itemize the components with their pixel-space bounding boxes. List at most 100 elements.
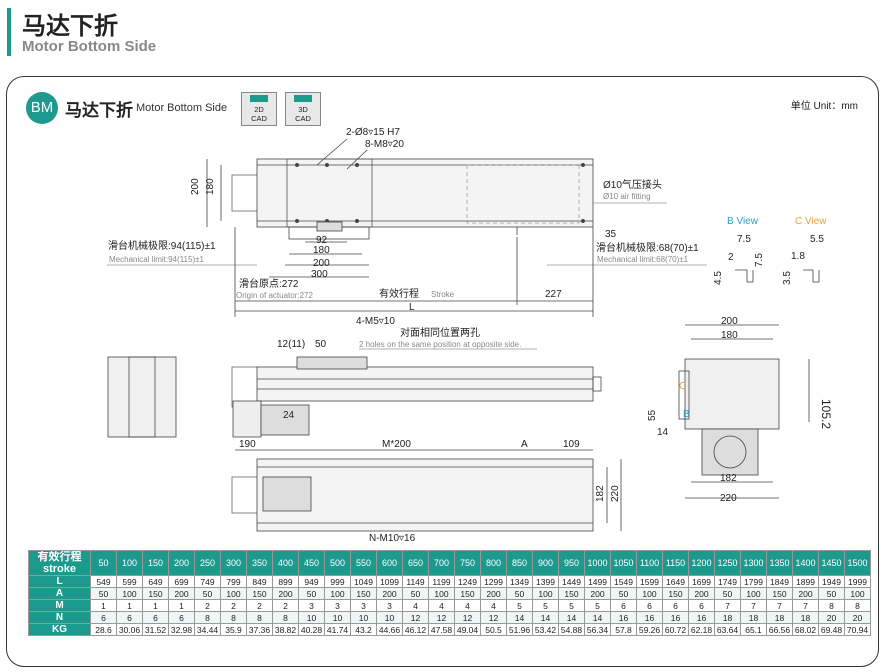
- spec-cell: 18: [766, 611, 793, 624]
- stroke-header-cell: 1100: [636, 550, 663, 576]
- stroke-cn: 有效行程: [379, 287, 419, 300]
- spec-cell: 1699: [688, 575, 715, 588]
- spec-cell: 1: [116, 599, 143, 612]
- spec-cell: 2: [220, 599, 247, 612]
- spec-cell: 50: [610, 587, 637, 600]
- end-label-c: C: [679, 381, 686, 392]
- stroke-header-cell: 1450: [818, 550, 845, 576]
- spec-cell: 6: [142, 611, 169, 624]
- end-dim-220: 220: [720, 493, 737, 504]
- spec-cell: 1299: [480, 575, 507, 588]
- dim-200: 200: [190, 178, 201, 195]
- spec-cell: 100: [636, 587, 663, 600]
- spec-row-label: A: [28, 587, 91, 600]
- spec-cell: 63.64: [714, 623, 741, 636]
- spec-cell: 100: [324, 587, 351, 600]
- stroke-header-cell: 850: [506, 550, 533, 576]
- stroke-header-cell: 500: [324, 550, 351, 576]
- spec-cell: 14: [506, 611, 533, 624]
- spec-cell: 50: [90, 587, 117, 600]
- spec-cell: 8: [194, 611, 221, 624]
- end-dim-55: 55: [647, 409, 658, 421]
- spec-cell: 5: [506, 599, 533, 612]
- spec-cell: 749: [194, 575, 221, 588]
- spec-cell: 10: [376, 611, 403, 624]
- dim-M: M*200: [382, 439, 411, 450]
- spec-cell: 20: [818, 611, 845, 624]
- end-dim-105: 105.2: [819, 399, 833, 429]
- spec-cell: 41.74: [324, 623, 351, 636]
- spec-cell: 56.34: [584, 623, 611, 636]
- spec-cell: 1099: [376, 575, 403, 588]
- spec-cell: 1649: [662, 575, 689, 588]
- spec-cell: 1499: [584, 575, 611, 588]
- spec-cell: 1: [168, 599, 195, 612]
- stroke-header-cell: 150: [142, 550, 169, 576]
- spec-cell: 50: [298, 587, 325, 600]
- spec-cell: 699: [168, 575, 195, 588]
- spec-cell: 6: [116, 611, 143, 624]
- spec-cell: 849: [246, 575, 273, 588]
- spec-cell: 34.44: [194, 623, 221, 636]
- spec-cell: 799: [220, 575, 247, 588]
- spec-cell: 14: [558, 611, 585, 624]
- spec-cell: 7: [740, 599, 767, 612]
- page-subtitle: Motor Bottom Side: [22, 38, 157, 55]
- card-subtitle: Motor Bottom Side: [136, 102, 228, 114]
- spec-cell: 37.36: [246, 623, 273, 636]
- spec-cell: 18: [792, 611, 819, 624]
- technical-drawing: 200 180 2-Ø8▿15 H7 8-M8▿20 Ø10气压接头 Ø10 a…: [107, 127, 833, 544]
- stroke-header-cell: 550: [350, 550, 377, 576]
- spec-cell: 49.04: [454, 623, 481, 636]
- spec-cell: 38.82: [272, 623, 299, 636]
- stroke-header-cell: 1350: [766, 550, 793, 576]
- spec-cell: 50: [818, 587, 845, 600]
- dim-109: 109: [563, 439, 580, 450]
- stroke-header-cell: 450: [298, 550, 325, 576]
- spec-cell: 200: [688, 587, 715, 600]
- spec-cell: 150: [246, 587, 273, 600]
- spec-cell: 1449: [558, 575, 585, 588]
- svg-text:7.5: 7.5: [754, 253, 765, 267]
- spec-cell: 66.56: [766, 623, 793, 636]
- spec-cell: 899: [272, 575, 299, 588]
- spec-cell: 7: [766, 599, 793, 612]
- note-holes-en: 2 holes on the same position at opposite…: [359, 340, 521, 349]
- detail-views: B View C View 7.5 2 7.5 4.5 5.5 1.8 3.5: [713, 216, 827, 285]
- stroke-header-cell: 50: [90, 550, 117, 576]
- dim-200b: 200: [313, 258, 330, 269]
- mech-left-en: Mechanical limit:94(115)±1: [109, 255, 205, 264]
- spec-cell: 1049: [350, 575, 377, 588]
- hole-note-1: 2-Ø8▿15 H7: [346, 127, 400, 138]
- spec-cell: 12: [428, 611, 455, 624]
- page-title: 马达下折: [22, 12, 118, 40]
- spec-cell: 1999: [844, 575, 871, 588]
- spec-cell: 16: [688, 611, 715, 624]
- stroke-header-cell: 350: [246, 550, 273, 576]
- spec-cell: 6: [688, 599, 715, 612]
- spec-cell: 35.9: [220, 623, 247, 636]
- spec-cell: 1799: [740, 575, 767, 588]
- spec-cell: 1849: [766, 575, 793, 588]
- origin-en: Origin of actuator:272: [236, 291, 313, 300]
- c-view-title: C View: [795, 216, 827, 227]
- spec-cell: 60.72: [662, 623, 689, 636]
- spec-cell: 6: [168, 611, 195, 624]
- spec-cell: 44.66: [376, 623, 403, 636]
- spec-cell: 50: [194, 587, 221, 600]
- spec-cell: 18: [740, 611, 767, 624]
- card-title: 马达下折: [65, 101, 133, 121]
- spec-cell: 6: [662, 599, 689, 612]
- dim-300: 300: [311, 269, 328, 280]
- spec-cell: 100: [532, 587, 559, 600]
- stroke-header-cell: 1000: [584, 550, 611, 576]
- spec-cell: 50: [402, 587, 429, 600]
- stroke-header-cell: 200: [168, 550, 195, 576]
- spec-cell: 57.8: [610, 623, 637, 636]
- spec-cell: 5: [558, 599, 585, 612]
- top-view: 200 180 2-Ø8▿15 H7 8-M8▿20 Ø10气压接头 Ø10 a…: [107, 127, 707, 317]
- spec-cell: 50: [714, 587, 741, 600]
